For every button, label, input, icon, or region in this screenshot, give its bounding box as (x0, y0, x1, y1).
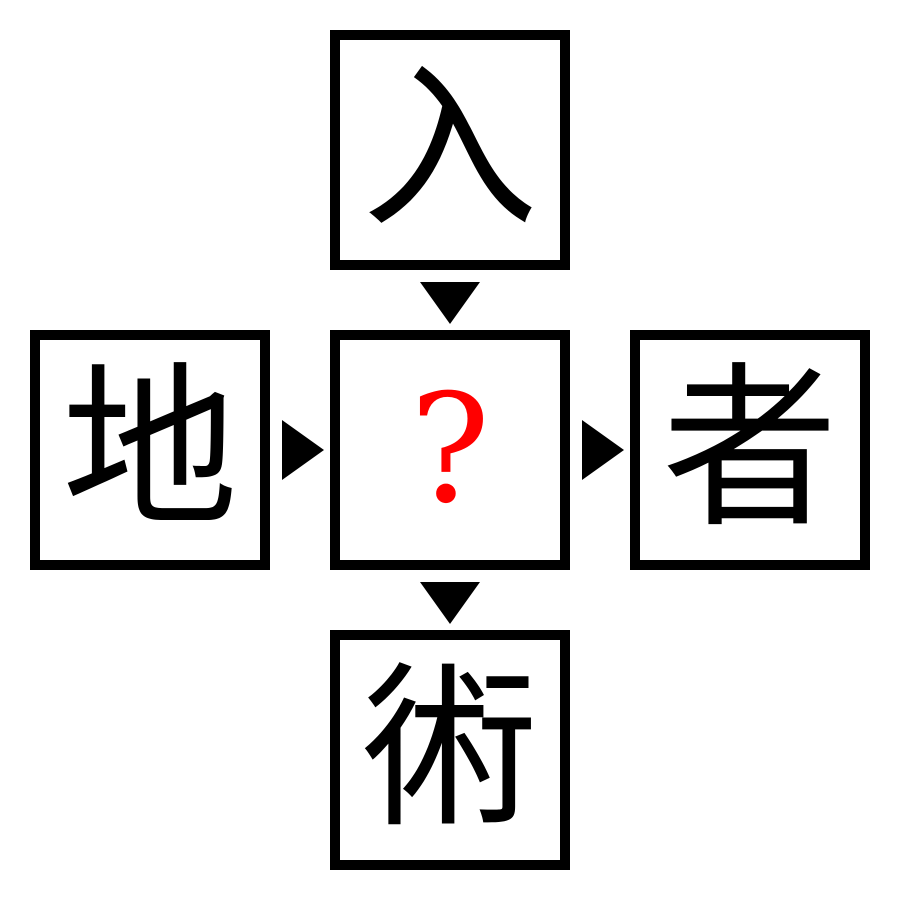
kanji-left: 地 (61, 347, 238, 552)
kanji-box-bottom: 術 (330, 630, 570, 870)
kanji-bottom: 術 (361, 647, 538, 852)
question-mark: ? (409, 363, 491, 537)
arrow-right-icon (282, 420, 324, 480)
arrow-down-icon (420, 582, 480, 624)
answer-box[interactable]: ? (330, 330, 570, 570)
kanji-box-top: 入 (330, 30, 570, 270)
kanji-box-right: 者 (630, 330, 870, 570)
arrow-down-icon (420, 282, 480, 324)
kanji-box-left: 地 (30, 330, 270, 570)
arrow-right-icon (582, 420, 624, 480)
kanji-top: 入 (361, 47, 538, 252)
kanji-right: 者 (661, 347, 838, 552)
